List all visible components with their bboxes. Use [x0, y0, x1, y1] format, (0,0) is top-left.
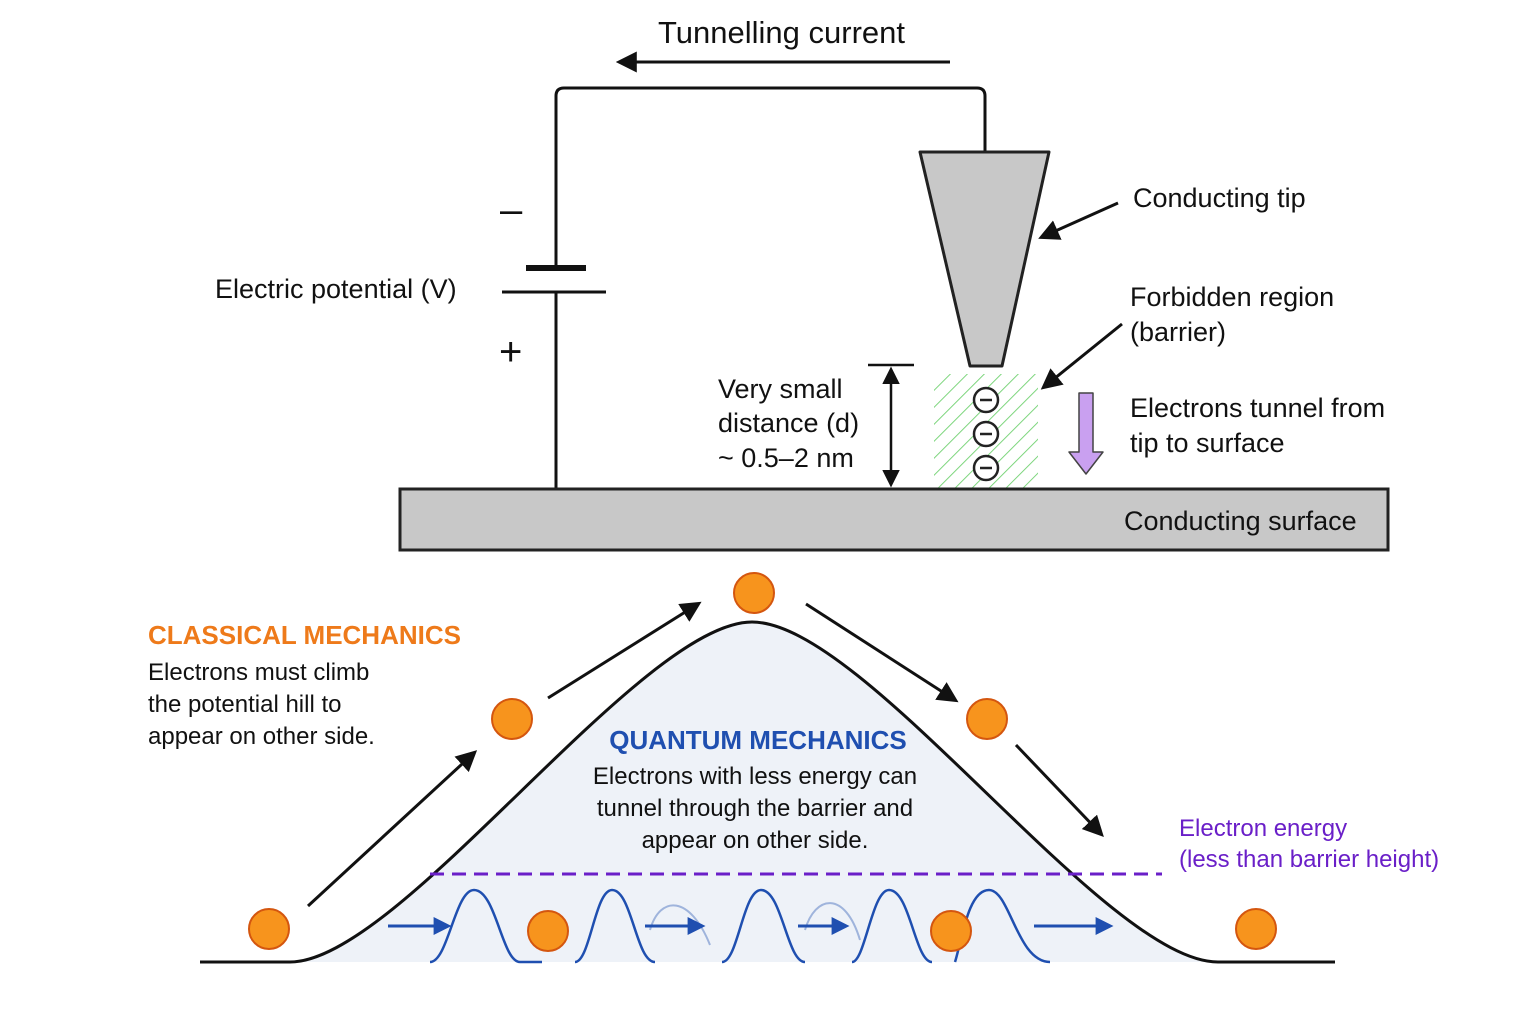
gap-electrons: [972, 386, 1000, 482]
classical-arrow: [306, 750, 478, 908]
electron-energy-label: Electron energy: [1179, 815, 1348, 842]
classical-text-line2: the potential hill to: [148, 691, 342, 718]
electric-potential-label: Electric potential (V): [215, 274, 457, 304]
barrier-pointer-arrow: [1040, 322, 1123, 390]
conducting-surface: [398, 487, 1390, 552]
tunnel-label-line2: tip to surface: [1130, 428, 1285, 458]
classical-text-line1: Electrons must climb: [148, 659, 370, 686]
barrier-label: (barrier): [1130, 317, 1227, 347]
minus-sign: –: [500, 188, 523, 232]
electron: [527, 910, 569, 952]
distance-label-line1: Very small: [718, 374, 843, 404]
conducting-surface-label: Conducting surface: [1124, 506, 1357, 536]
classical-text-line3: appear on other side.: [148, 723, 375, 750]
potential-hill-fill: [200, 622, 1335, 962]
distance-label-line2: distance (d): [718, 408, 860, 438]
tunnelling-current-label: Tunnelling current: [658, 15, 905, 50]
electron: [733, 572, 775, 614]
potential-hill-curve: [200, 620, 1335, 964]
electron: [491, 698, 533, 740]
electron: [966, 698, 1008, 740]
electron: [930, 910, 972, 952]
conducting-tip: [918, 150, 1051, 368]
quantum-heading: QUANTUM MECHANICS: [609, 725, 907, 755]
electron: [1235, 908, 1277, 950]
plus-sign: +: [499, 330, 523, 374]
tunnel-direction-arrow: [1068, 392, 1104, 475]
quantum-text-line2: tunnel through the barrier and: [596, 795, 914, 822]
quantum-text-line1: Electrons with less energy can: [592, 763, 918, 790]
classical-arrow: [547, 601, 702, 700]
distance-label-line3: ~ 0.5–2 nm: [718, 443, 854, 473]
tunnel-label-line1: Electrons tunnel from: [1130, 393, 1386, 423]
classical-heading: CLASSICAL MECHANICS: [148, 620, 461, 650]
classical-arrow: [1014, 743, 1104, 838]
electrons: [248, 572, 1277, 952]
forbidden-region-label: Forbidden region: [1130, 282, 1335, 312]
tip-pointer-arrow: [1038, 201, 1119, 240]
classical-path-arrows: [306, 601, 1104, 908]
wave-function: [429, 888, 1051, 964]
classical-arrow: [805, 602, 959, 703]
conducting-tip-label: Conducting tip: [1133, 183, 1306, 213]
quantum-text-line3: appear on other side.: [641, 827, 869, 854]
energy-qualifier-label: (less than barrier height): [1179, 846, 1440, 873]
electron: [248, 908, 290, 950]
circuit-wire: [554, 86, 987, 488]
